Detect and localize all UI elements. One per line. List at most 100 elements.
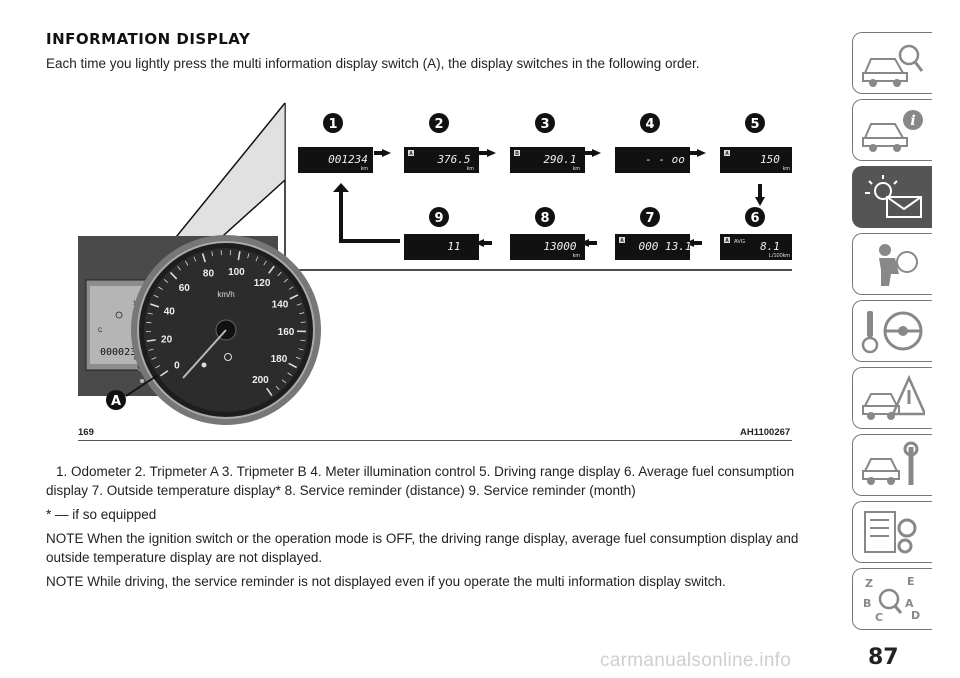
tab-technical[interactable] [852,501,932,563]
step-number-badge [745,113,765,133]
display-unit: L/100km [769,253,791,259]
lcd-c: C [98,328,103,334]
svg-text:E: E [907,575,915,588]
gauge-tick [247,253,250,259]
svg-text:Z: Z [865,577,873,590]
figure-rule [78,440,792,441]
display-value: - - oo [645,153,685,166]
step-number-badge [745,207,765,227]
display-value: 001234 [328,153,368,166]
switch-a-label: A [111,394,121,409]
section-heading: INFORMATION DISPLAY [46,30,251,48]
step-number: 1 [328,117,337,132]
display-panel [615,147,690,173]
step-number-badge [640,207,660,227]
gauge-tick [288,286,294,290]
tab-emergency[interactable] [852,367,932,429]
gauge-label: 160 [278,327,295,338]
display-step-2: 376.5km A 2 [404,113,479,173]
gauge-tick [160,370,169,377]
step-number: 8 [540,211,549,226]
step-number-badge [640,113,660,133]
display-step-4: - - oo 4 [615,113,690,173]
display-panel [720,234,792,260]
step-number-badge [535,207,555,227]
tab-maintenance[interactable] [852,434,932,496]
display-unit: km [467,166,475,172]
display-marker-box [619,237,625,243]
gauge-tick [147,312,153,315]
figure-number: 169 [78,427,94,438]
display-panel [404,147,479,173]
gauge-tick [153,294,159,298]
display-panel [510,147,585,173]
intro-text: Each time you lightly press the multi in… [46,56,700,71]
gauge-tick [163,279,169,283]
tab-airbag[interactable] [852,233,932,295]
step-number-badge [429,207,449,227]
gauge-tick [185,260,189,266]
display-marker: A [725,238,729,244]
gauge-tick [201,253,207,263]
gauge-tick [151,357,157,360]
gauge-label: 140 [272,300,289,311]
gauge-tick [237,251,241,261]
gauge-tick [288,362,298,369]
lcd-odometer: 000023 [100,347,136,358]
car-warning-triangle-icon [862,374,925,420]
key-steering-wheel-icon [861,311,923,354]
step-number-badge [429,113,449,133]
svg-text:D: D [911,609,920,622]
tab-starting[interactable] [852,300,932,362]
tab-warning-lights[interactable] [852,166,932,228]
warning-light-envelope-icon [865,175,922,218]
information-display-figure: 000023 km C 0 1 020406080100120140160180… [78,102,792,425]
gauge-tick [300,321,306,323]
checklist-gear-icon [864,511,917,554]
gauge-label: 0 [174,360,180,371]
gauge-tick [193,256,197,262]
gauge-tick [266,387,273,396]
display-panel [298,147,373,173]
tab-car-search[interactable] [852,32,932,94]
display-panel [615,234,690,260]
display-marker: A [409,151,413,157]
svg-text:C: C [875,611,883,624]
display-value: 8.1 [760,240,780,253]
display-panel [720,147,792,173]
gauge-unit: km/h [217,290,234,299]
gauge-tick [275,385,280,390]
gauge-tick [155,365,161,369]
gauge-label: 200 [252,375,269,386]
gauge-tick [287,372,292,376]
gauge-tick [211,251,214,257]
gauge-label: 20 [161,334,173,345]
display-marker-box [408,150,414,156]
note-2: NOTE While driving, the service reminder… [46,574,726,589]
display-value: 150 [760,153,780,166]
step-number: 2 [434,117,443,132]
svg-text:A: A [905,597,914,610]
display-marker-box [514,150,520,156]
display-marker-box [724,150,730,156]
gauge-tick [255,256,259,262]
gauge-tick [158,286,163,291]
display-unit: km [573,253,581,259]
gauge-tick [150,303,160,308]
display-value: 376.5 [436,153,470,166]
step-number: 3 [540,117,549,132]
tab-index[interactable]: Z E B A C D [852,568,932,630]
car-search-icon [862,44,924,87]
car-wrench-icon [862,441,919,485]
gauge-tick [268,265,275,274]
svg-text:B: B [863,597,871,610]
display-marker-box [724,237,730,243]
gauge-tick [146,339,156,342]
gauge-label: 60 [179,283,191,294]
tab-car-info[interactable]: i [852,99,932,161]
gauge-label: 180 [271,354,288,365]
step-number: 4 [645,117,654,132]
